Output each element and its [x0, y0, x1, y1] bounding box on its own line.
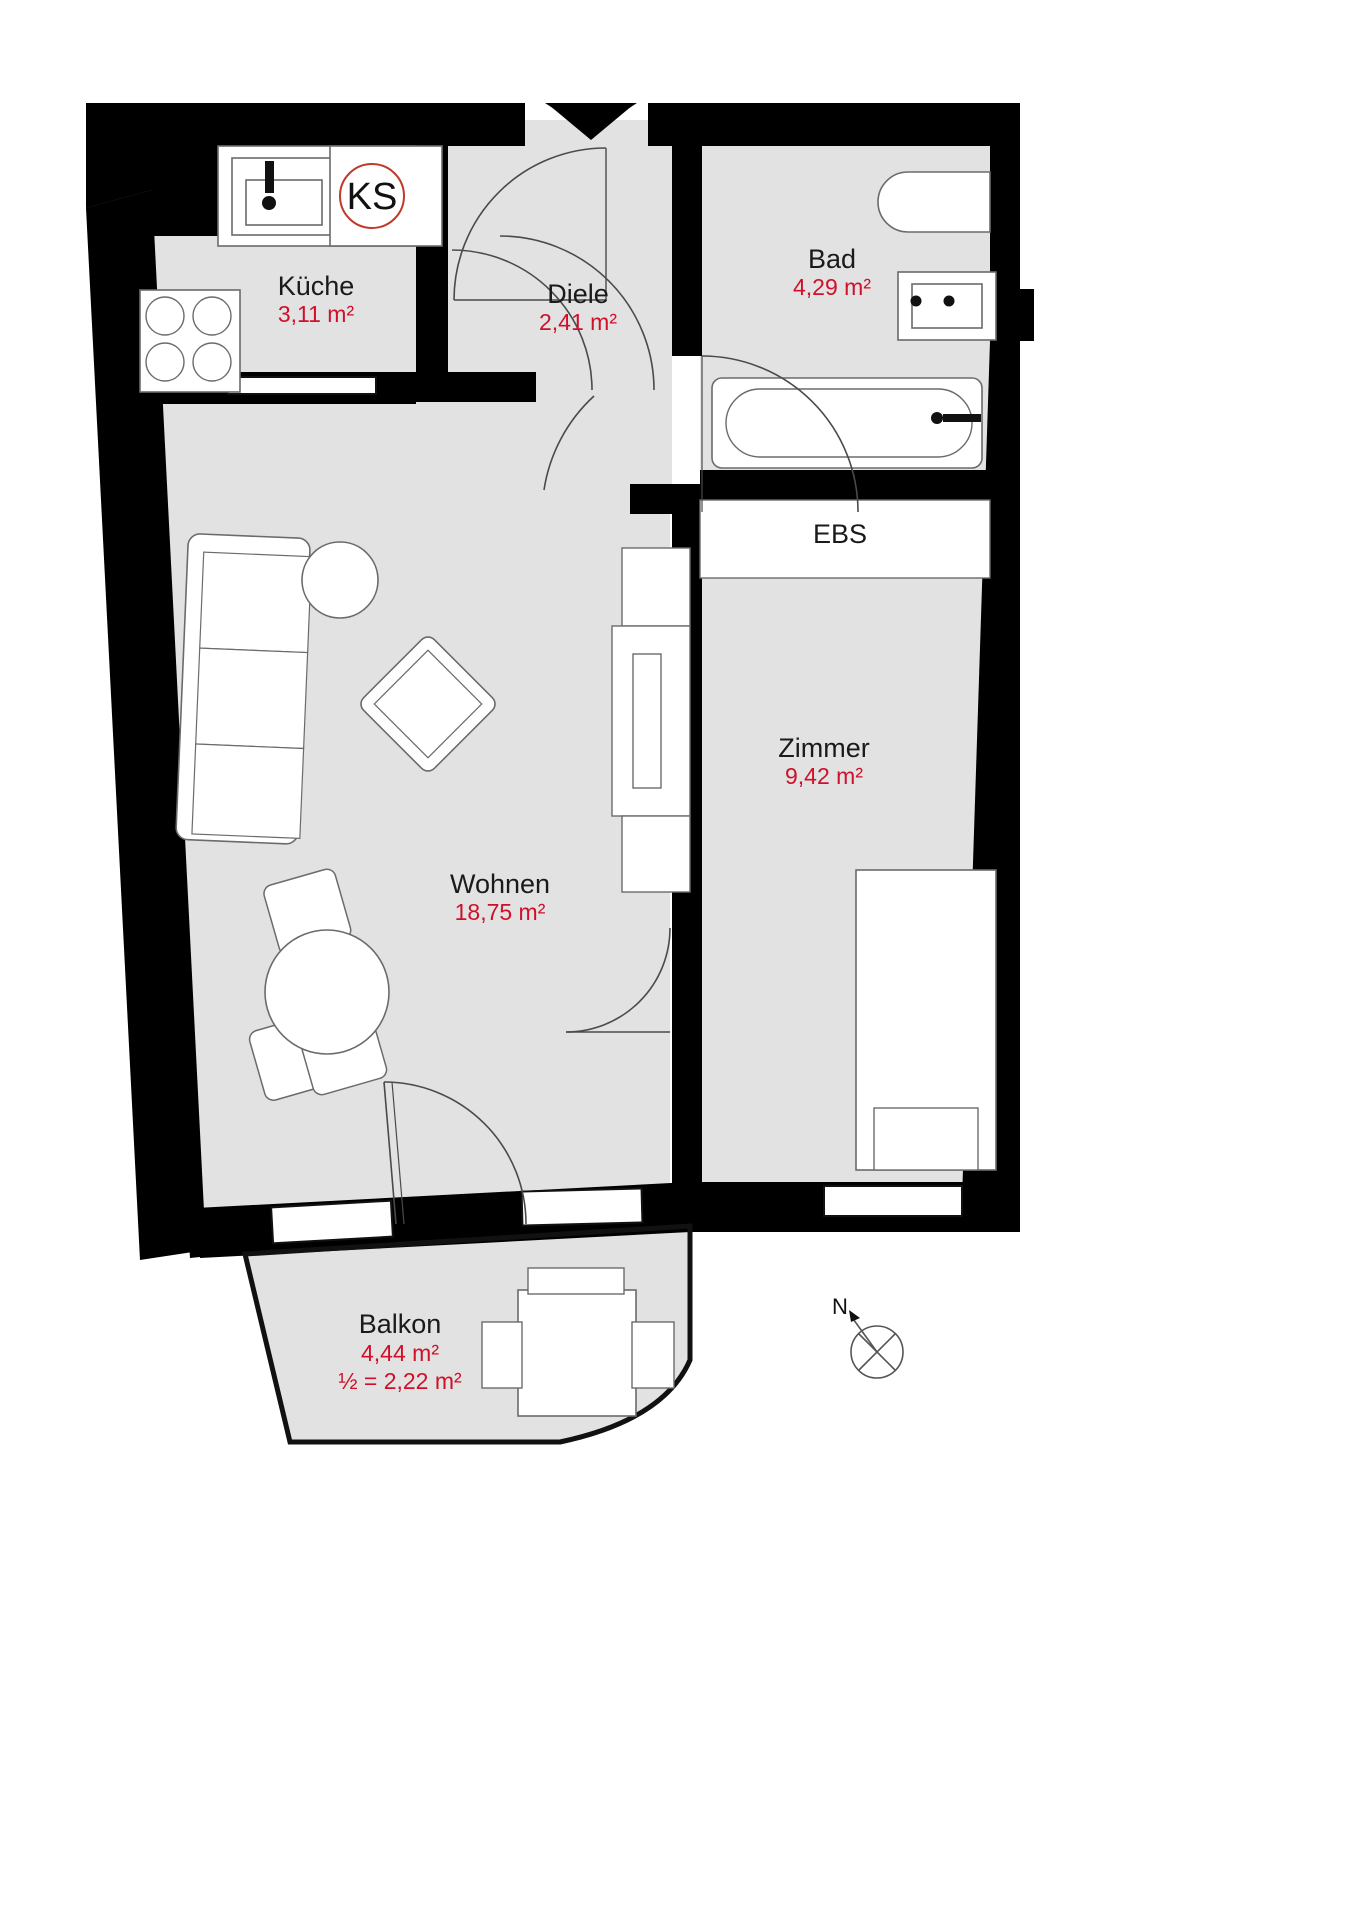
room-label-diele: Diele [547, 279, 609, 309]
kitchen-drain-icon [262, 196, 276, 210]
window-living-bottom-2 [520, 1187, 644, 1227]
window-living-bottom [270, 1199, 394, 1245]
balcony-chair-top [527, 1267, 625, 1295]
room-area-balkon: 4,44 m² [361, 1340, 439, 1366]
bathroom-fittings [711, 171, 997, 469]
windows [227, 376, 963, 1245]
balcony [241, 1223, 693, 1445]
door-diele-living-swing [543, 395, 595, 491]
compass-north-arrow-icon [849, 1310, 860, 1322]
wardrobe-shelving [611, 547, 691, 893]
side-table [301, 541, 379, 619]
window-zimmer-bottom [823, 1185, 963, 1217]
floor-diele [448, 120, 672, 500]
entrance-arrow-icon-2 [549, 105, 633, 140]
wall-left-exterior-b [86, 190, 206, 1260]
kitchen-faucet-icon [265, 161, 274, 193]
door-balcony-swing [383, 1081, 527, 1225]
wall-bad-zimmer [700, 470, 1020, 500]
ebs-box [699, 499, 991, 579]
living-room-furniture [175, 533, 496, 1101]
room-label-zimmer: Zimmer [778, 733, 869, 763]
sofa-seat-3 [191, 743, 305, 840]
door-bad-swing [701, 355, 859, 513]
room-area-diele: 2,41 m² [539, 309, 617, 335]
bathtub-inner [725, 388, 973, 458]
wc-icon [877, 171, 991, 233]
balcony-railing [241, 1223, 693, 1445]
zimmer-furniture [855, 869, 997, 1171]
balcony-chair-right [631, 1321, 675, 1389]
wall-diele-bottom [416, 372, 536, 402]
washbasin-drain-icon [943, 295, 955, 307]
door-zimmer-swing [565, 927, 671, 1033]
sofa-seat-1 [199, 551, 313, 654]
wall-diele-stub-horizontal [630, 484, 702, 514]
door-entrance-swing [453, 147, 607, 301]
room-area-wohnen: 18,75 m² [455, 899, 546, 925]
stove-burner-icon-1 [145, 296, 185, 336]
compass-needle [850, 1315, 878, 1353]
coffee-table-inner [373, 649, 483, 759]
shelf-bottom [621, 815, 691, 893]
wall-top-entry-left [448, 103, 525, 146]
room-label-bad: Bad [808, 244, 856, 274]
wall-top-entry-right [648, 103, 1020, 146]
sofa-seat-2 [195, 647, 309, 750]
balcony-table [517, 1289, 637, 1417]
wall-top-left [86, 103, 525, 236]
balcony-chair-left [481, 1321, 523, 1389]
room-area-zimmer: 9,42 m² [785, 763, 863, 789]
room-label-wohnen: Wohnen [450, 869, 550, 899]
room-area-balkon-half: ½ = 2,22 m² [338, 1368, 462, 1394]
room-label-balkon: Balkon [359, 1309, 442, 1339]
ebs-label: EBS [813, 519, 867, 549]
door-balcony-leaf-2 [391, 1081, 405, 1225]
kitchen-fittings: KS [139, 145, 443, 393]
bathtub-drain-icon [931, 412, 943, 424]
shelf-middle-inner [632, 653, 662, 789]
stove-burner-icon-2 [192, 296, 232, 336]
stove-burner-icon-4 [192, 342, 232, 382]
shelf-top [621, 547, 691, 627]
ks-marker-label: KS [347, 176, 398, 218]
compass-north-label: N [832, 1294, 848, 1319]
room-area-kueche: 3,11 m² [278, 301, 355, 327]
window-kitchen [227, 376, 377, 395]
compass-rose: N [832, 1294, 904, 1379]
door-swings-secondary [499, 235, 655, 391]
dining-table [264, 929, 390, 1055]
door-kitchen-swing-b [499, 235, 655, 391]
stove-burner-icon-3 [145, 342, 185, 382]
bed-footboard [873, 1107, 979, 1171]
bathtub-tap-icon [943, 414, 981, 422]
room-labels: Küche 3,11 m² Diele 2,41 m² Bad 4,29 m² … [278, 244, 872, 1394]
door-balcony-leaf [383, 1081, 397, 1225]
ks-marker-ring-icon [339, 163, 405, 229]
wall-diele-bad-upper [672, 146, 702, 356]
washbasin-tap-icon [910, 295, 922, 307]
room-area-bad: 4,29 m² [793, 274, 871, 300]
door-kitchen-swing [451, 249, 593, 391]
room-label-kueche: Küche [278, 271, 355, 301]
ebs-cupboard: EBS [699, 499, 991, 579]
kitchen-sink-basin [245, 179, 323, 226]
door-swings [383, 147, 859, 1225]
door-entrance-leaf [454, 148, 607, 301]
